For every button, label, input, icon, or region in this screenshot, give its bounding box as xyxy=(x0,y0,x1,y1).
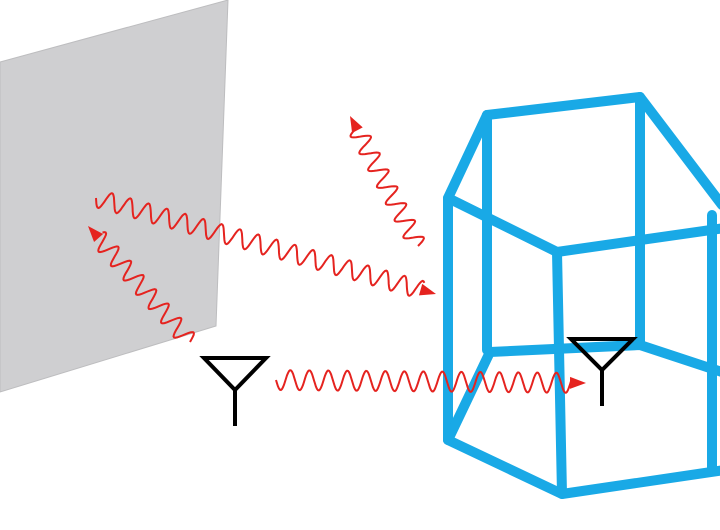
arrowhead xyxy=(569,376,586,389)
wave-line xyxy=(97,231,195,343)
prism-edge xyxy=(482,92,720,210)
wave-arrows xyxy=(88,116,586,394)
arrowhead xyxy=(350,116,363,133)
arrowhead xyxy=(418,283,436,296)
wave-arrow xyxy=(88,226,195,343)
wave-line xyxy=(275,369,573,394)
arrowhead xyxy=(88,226,104,242)
receiver-antenna-icon xyxy=(566,337,638,406)
wave-arrow xyxy=(349,116,425,247)
wave-arrow xyxy=(95,192,436,297)
wave-arrow xyxy=(275,369,586,394)
prism-edge xyxy=(552,247,567,499)
transmitter-antenna-icon xyxy=(199,356,271,426)
hexagonal-prism-wireframe xyxy=(443,92,720,499)
prism-edge xyxy=(443,193,720,499)
wave-line xyxy=(349,129,425,247)
wave-line xyxy=(95,192,426,297)
prism-edge xyxy=(443,340,720,445)
